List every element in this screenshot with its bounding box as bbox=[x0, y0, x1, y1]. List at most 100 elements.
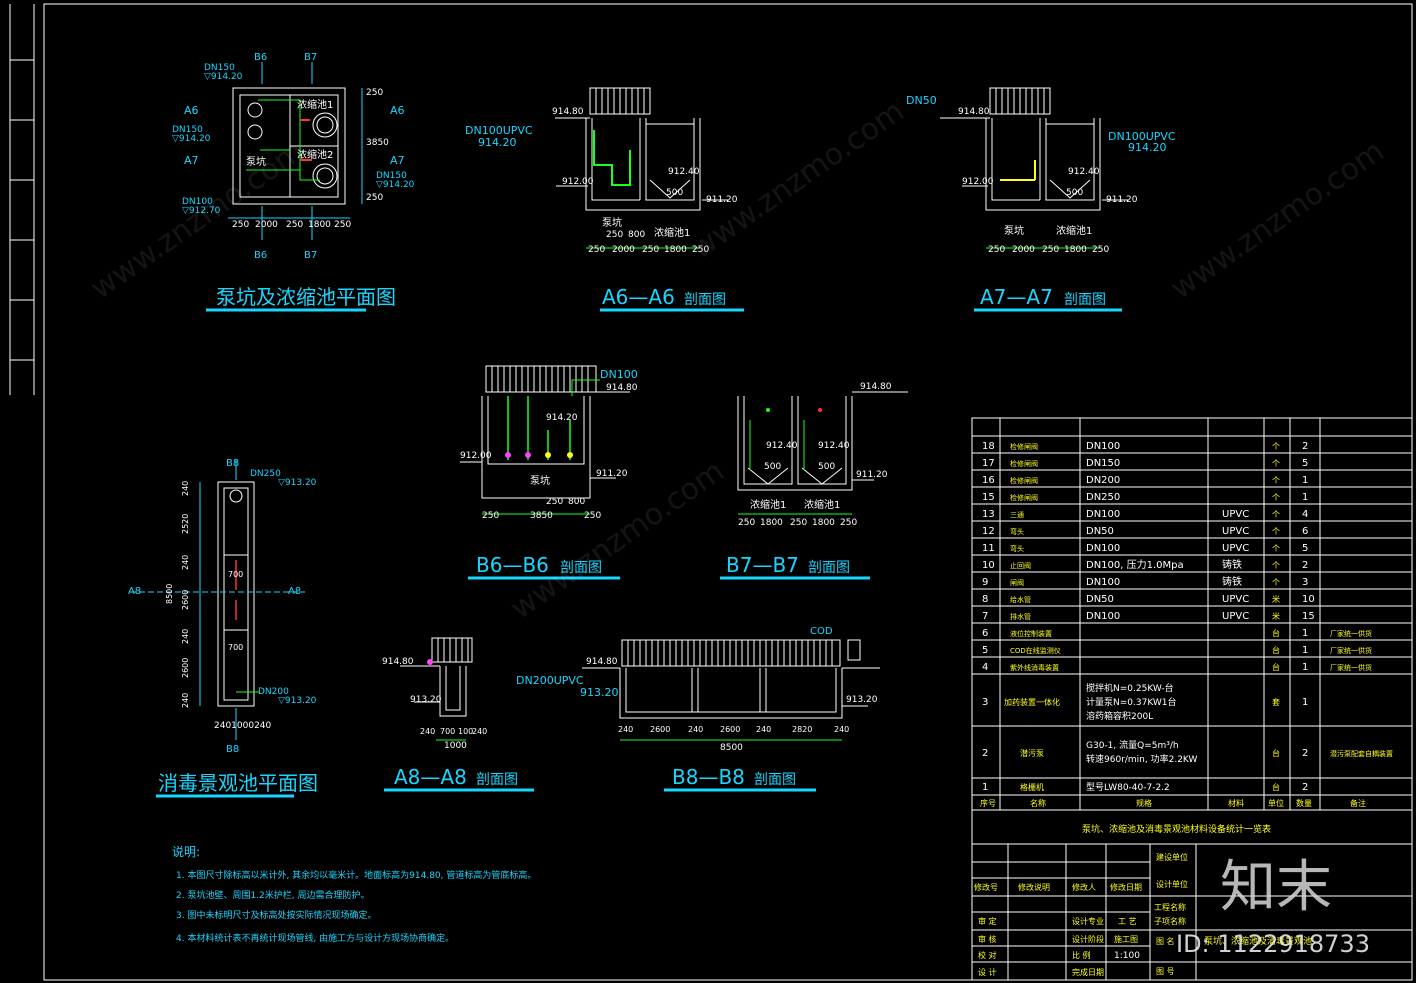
b6-elev-911-20: 911.20 bbox=[596, 469, 628, 479]
plan-dn150-top-elev: ▽914.20 bbox=[204, 72, 243, 82]
table-cell-unit: 个 bbox=[1272, 510, 1280, 519]
table-cell-name: 弯头 bbox=[1010, 527, 1024, 536]
b6-dim-outer-1: 3850 bbox=[530, 511, 553, 521]
b6-dim-outer-0: 250 bbox=[482, 511, 499, 521]
note-3: 3. 图中未标明尺寸及标高处按实际情况现场确定。 bbox=[176, 909, 376, 921]
table-cell-name: 检修闸阀 bbox=[1010, 493, 1038, 502]
note-2: 2. 泵坑池壁、周围1.2米护栏, 周边需合理防护。 bbox=[176, 889, 369, 901]
note-1: 1. 本图尺寸除标高以米计外, 其余均以毫米计。地面标高为914.80, 管道标… bbox=[176, 869, 536, 881]
tb-design-unit: 设计单位 bbox=[1156, 879, 1188, 889]
table-cell-note: 厂家统一供货 bbox=[1330, 629, 1372, 638]
table-cell-qty: 3 bbox=[1302, 577, 1308, 588]
table-cell-name: 液位控制装置 bbox=[1010, 629, 1052, 638]
table-cell-name: 检修闸阀 bbox=[1010, 476, 1038, 485]
plan-a7-right: A7 bbox=[390, 154, 405, 167]
b8-title-suffix: 剖面图 bbox=[754, 772, 796, 788]
a7-dim-outer-1: 2000 bbox=[1012, 245, 1035, 255]
b6-dim-inner-0: 250 bbox=[546, 497, 563, 507]
disinfect-a8-left: A8 bbox=[128, 586, 141, 597]
table-cell-spec: DN100 bbox=[1086, 441, 1120, 452]
b7-dim-1: 1800 bbox=[760, 518, 783, 528]
table-cell-mat: UPVC bbox=[1222, 543, 1249, 554]
plan-dn150-right-elev: ▽914.20 bbox=[376, 180, 415, 190]
table-cell-no: 7 bbox=[982, 611, 988, 622]
table-cell-qty: 5 bbox=[1302, 543, 1308, 554]
tb-date: 完成日期 bbox=[1072, 967, 1104, 977]
table-cell-spec: DN150 bbox=[1086, 458, 1120, 469]
table-cell-note: 厂家统一供货 bbox=[1330, 646, 1372, 655]
a7-elev-top: 914.80 bbox=[958, 107, 990, 117]
watermark-3: www.znzmo.com bbox=[685, 94, 911, 267]
table-cell-spec: DN100 bbox=[1086, 611, 1120, 622]
table-cell-no: 18 bbox=[982, 441, 995, 452]
plan-title: 泵坑及浓缩池平面图 bbox=[216, 285, 396, 309]
table-cell-spec: DN50 bbox=[1086, 594, 1114, 605]
a6-section bbox=[555, 87, 744, 312]
a6-pump-label: 泵坑 bbox=[602, 216, 622, 229]
b7-elev-911-20: 911.20 bbox=[856, 470, 888, 480]
tb-stage-val: 施工图 bbox=[1114, 934, 1138, 944]
row2-name: 潜污泵 bbox=[1020, 748, 1044, 758]
a7-dim-500: 500 bbox=[1066, 188, 1083, 198]
table-cell-mat: UPVC bbox=[1222, 611, 1249, 622]
plan-dim-b4: 250 bbox=[334, 220, 351, 230]
table-cell-spec: DN250 bbox=[1086, 492, 1120, 503]
plan-dn100: DN100 bbox=[182, 197, 213, 207]
tb-drawing-no: 图 号 bbox=[1156, 967, 1175, 976]
row1-name: 格栅机 bbox=[1020, 782, 1044, 792]
a8-dim-2: 100 bbox=[458, 727, 473, 736]
plan-dim-b2: 250 bbox=[286, 220, 303, 230]
row1-spec: 型号LW80-40-7-2.2 bbox=[1086, 782, 1170, 793]
b7-tank1-label: 浓缩池1 bbox=[750, 498, 786, 511]
table-cell-mat: 铸铁 bbox=[1222, 575, 1242, 588]
a6-pipe-label: DN100UPVC bbox=[465, 124, 533, 137]
header-unit: 单位 bbox=[1268, 798, 1284, 808]
row3-no: 3 bbox=[982, 697, 988, 708]
disinfect-title: 消毒景观池平面图 bbox=[158, 771, 318, 795]
a7-elev-911-20: 911.20 bbox=[1106, 195, 1138, 205]
plan-dim-r2: 250 bbox=[366, 193, 383, 203]
header-note: 备注 bbox=[1350, 798, 1366, 808]
plan-dn100-elev: ▽912.70 bbox=[182, 206, 221, 216]
b6-title: B6—B6 bbox=[476, 553, 549, 577]
table-cell-unit: 个 bbox=[1272, 578, 1280, 587]
b7-elev-912-40b: 912.40 bbox=[818, 441, 850, 451]
table-cell-no: 4 bbox=[982, 662, 988, 673]
plan-dn150-left-elev: ▽914.20 bbox=[172, 134, 211, 144]
a7-pump-label: 泵坑 bbox=[1004, 224, 1024, 237]
header-name: 名称 bbox=[1030, 798, 1046, 808]
b8-dim-total: 8500 bbox=[720, 743, 743, 753]
a7-pipe-label: DN100UPVC bbox=[1108, 130, 1176, 143]
a8-section bbox=[384, 637, 534, 792]
plan-tank2-label: 浓缩池2 bbox=[297, 148, 333, 161]
a6-title-suffix: 剖面图 bbox=[684, 292, 726, 308]
a6-dim-inner-1: 800 bbox=[628, 230, 645, 240]
table-cell-no: 5 bbox=[982, 645, 988, 656]
row3-name: 加药装置一体化 bbox=[1004, 697, 1060, 707]
tb-major-val: 工 艺 bbox=[1118, 917, 1137, 926]
table-cell-name: 排水管 bbox=[1010, 612, 1031, 621]
table-cell-spec: DN100 bbox=[1086, 577, 1120, 588]
a7-dim-outer-4: 250 bbox=[1092, 245, 1109, 255]
table-cell-no: 10 bbox=[982, 560, 995, 571]
table-cell-no: 12 bbox=[982, 526, 995, 537]
disinfect-b8-top: B8 bbox=[226, 458, 239, 469]
b7-dim-0: 250 bbox=[738, 518, 755, 528]
plan-b7-bottom: B7 bbox=[304, 250, 317, 261]
notes-heading: 说明: bbox=[172, 844, 200, 859]
table-cell-no: 6 bbox=[982, 628, 988, 639]
table-cell-no: 11 bbox=[982, 543, 995, 554]
plan-a6-left: A6 bbox=[184, 104, 199, 117]
table-cell-mat: UPVC bbox=[1222, 509, 1249, 520]
brand-id: ID: 1122918733 bbox=[1176, 930, 1370, 958]
plan-tank1-label: 浓缩池1 bbox=[297, 98, 333, 111]
row1-qty: 2 bbox=[1302, 782, 1308, 793]
table-cell-qty: 10 bbox=[1302, 594, 1315, 605]
disinfect-dn200: DN200 bbox=[258, 687, 289, 697]
table-cell-unit: 米 bbox=[1272, 594, 1280, 604]
tb-rev-date: 修改日期 bbox=[1110, 882, 1142, 892]
disinfect-dn200-elev: ▽913.20 bbox=[278, 696, 317, 706]
table-cell-name: 紫外线消毒装置 bbox=[1010, 663, 1059, 672]
a7-section bbox=[940, 87, 1128, 312]
plan-dn150-top: DN150 bbox=[204, 63, 235, 73]
